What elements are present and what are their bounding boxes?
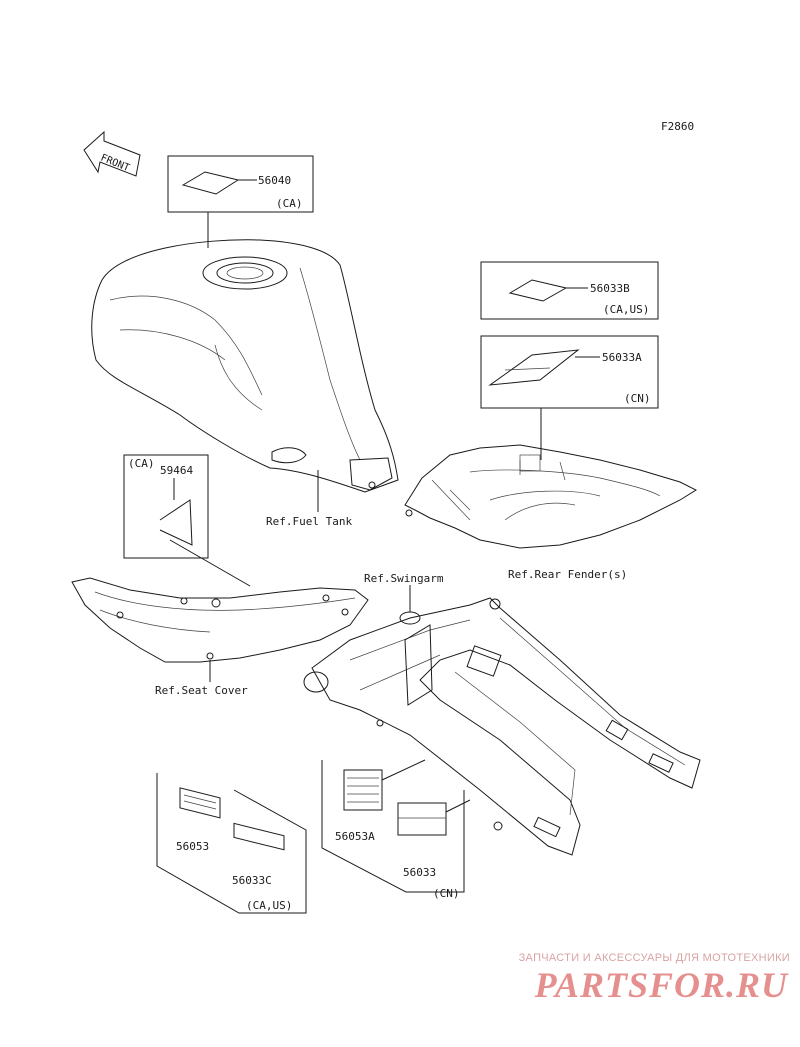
- front-arrow-icon: FRONT: [83, 130, 141, 177]
- figure-code: F2860: [661, 120, 694, 133]
- label-box-56033B: 56033B (CA,US): [480, 261, 659, 320]
- part-number-56053A: 56053A: [335, 830, 375, 843]
- part-number-56033C: 56033C: [232, 874, 272, 887]
- decal-56053-icon: [179, 787, 221, 819]
- part-number-56053: 56053: [176, 840, 209, 853]
- label-group-56053A: 56053A 56033 (CN): [321, 759, 471, 900]
- seat-cover-drawing: Ref.Seat Cover: [71, 577, 369, 697]
- decal-59464-icon: [159, 499, 193, 546]
- decal-56053A-icon: [343, 769, 383, 811]
- part-number-56033A: 56033A: [602, 351, 642, 364]
- decal-56033-icon: [397, 802, 447, 836]
- decal-56033A-icon: [488, 349, 580, 386]
- label-box-59464: (CA) 59464: [123, 454, 251, 587]
- label-group-56053: 56053 56033C (CA,US): [156, 773, 307, 914]
- ref-seat-cover: Ref.Seat Cover: [155, 684, 248, 697]
- region-left-group: (CA,US): [246, 899, 292, 912]
- fuel-tank-drawing: Ref.Fuel Tank: [91, 239, 399, 528]
- swingarm-drawing: Ref.Swingarm: [303, 572, 701, 856]
- rear-fender-drawing: Ref.Rear Fender(s): [404, 444, 698, 581]
- watermark-tagline: ЗАПЧАСТИ И АКСЕССУАРЫ ДЛЯ МОТОТЕХНИКИ: [518, 952, 790, 964]
- part-number-56033B: 56033B: [590, 282, 630, 295]
- region-56033B: (CA,US): [603, 303, 649, 316]
- decal-56033B-icon: [508, 279, 568, 302]
- region-right-group: (CN): [433, 887, 460, 900]
- label-box-56033A: 56033A (CN): [480, 335, 659, 460]
- part-number-56040: 56040: [258, 174, 291, 187]
- part-number-59464: 59464: [160, 464, 193, 477]
- watermark-brand: PARTSFOR.RU: [534, 965, 788, 1005]
- decal-56040-icon: [181, 171, 240, 195]
- region-59464: (CA): [128, 457, 155, 470]
- part-number-56033: 56033: [403, 866, 436, 879]
- decal-56033C-icon: [233, 822, 285, 851]
- ref-swingarm: Ref.Swingarm: [364, 572, 444, 585]
- ref-rear-fender: Ref.Rear Fender(s): [508, 568, 627, 581]
- region-56040: (CA): [276, 197, 303, 210]
- ref-fuel-tank: Ref.Fuel Tank: [266, 515, 352, 528]
- label-box-56040: 56040 (CA): [167, 155, 314, 248]
- region-56033A: (CN): [624, 392, 651, 405]
